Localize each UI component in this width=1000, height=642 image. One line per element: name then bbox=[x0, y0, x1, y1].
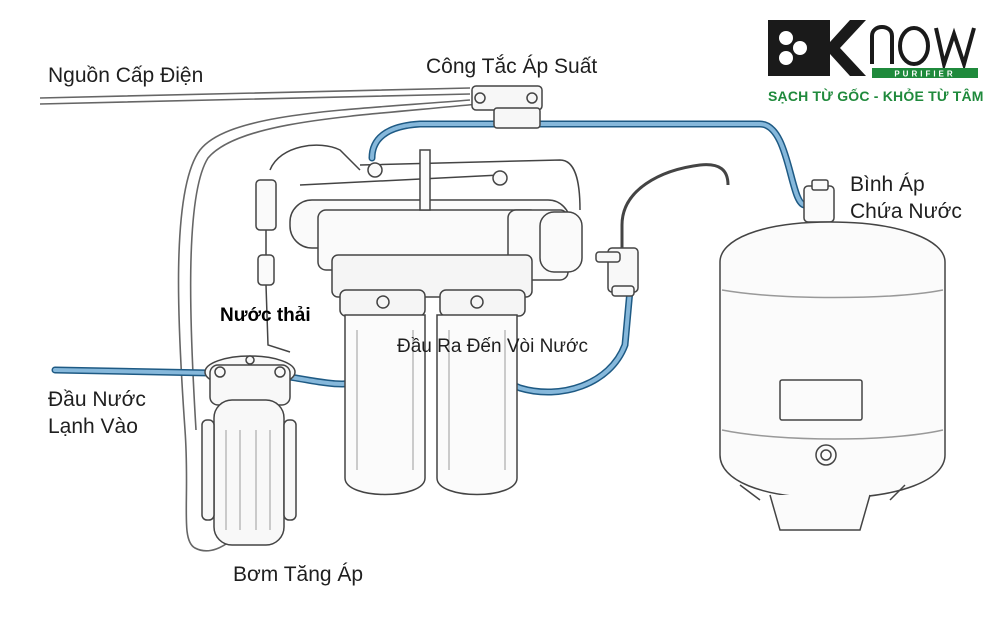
logo-b-block bbox=[768, 20, 816, 76]
pressure-switch bbox=[471, 85, 543, 129]
faucet bbox=[595, 163, 730, 297]
label-pressure-tank-line2: Chứa Nước bbox=[850, 200, 962, 223]
label-waste-water: Nước thải bbox=[220, 305, 311, 326]
label-booster-pump: Bơm Tăng Áp bbox=[233, 563, 364, 586]
pump-motor bbox=[213, 399, 285, 546]
label-pressure-switch: Công Tắc Áp Suất bbox=[426, 55, 598, 78]
filter-bracket bbox=[331, 254, 533, 317]
label-cold-water-inlet-line2: Lạnh Vào bbox=[48, 415, 138, 438]
power-wires bbox=[39, 87, 479, 552]
label-cold-water-inlet: Đầu Nước Lạnh Vào bbox=[48, 386, 146, 440]
booster-pump bbox=[201, 355, 297, 546]
tube-tank-outline bbox=[368, 120, 809, 209]
label-cold-water-inlet-line1: Đầu Nước bbox=[48, 388, 146, 411]
bknow-logo: PURIFIER bbox=[768, 20, 978, 79]
filter-canister-2 bbox=[436, 314, 518, 496]
label-faucet-outlet: Đầu Ra Đến Vòi Nước bbox=[397, 336, 588, 357]
tank-stand bbox=[769, 494, 871, 531]
power-cable bbox=[39, 87, 471, 105]
label-pressure-tank: Bình Áp Chứa Nước bbox=[850, 171, 962, 225]
tank-valve bbox=[803, 185, 835, 223]
power-to-pump-wire bbox=[177, 99, 471, 552]
tube-tank bbox=[370, 122, 807, 207]
power-to-pump-wire-2 bbox=[189, 103, 479, 431]
filter-canister-1 bbox=[344, 314, 426, 496]
tube-inlet bbox=[53, 368, 212, 375]
logo-now-wordmark bbox=[870, 25, 976, 72]
tank-body bbox=[719, 221, 946, 499]
water-tubes bbox=[51, 120, 809, 396]
label-pressure-tank-line1: Bình Áp bbox=[850, 173, 925, 196]
logo-purifier-bar bbox=[872, 68, 978, 78]
label-power-supply: Nguồn Cấp Điện bbox=[48, 64, 204, 87]
filter-canisters bbox=[344, 314, 518, 496]
logo-tagline: SẠCH TỪ GỐC - KHỎE TỪ TÂM bbox=[768, 88, 984, 104]
logo-subtext: PURIFIER bbox=[894, 70, 955, 79]
pressure-tank bbox=[719, 179, 946, 531]
logo-k-mark bbox=[816, 20, 866, 76]
